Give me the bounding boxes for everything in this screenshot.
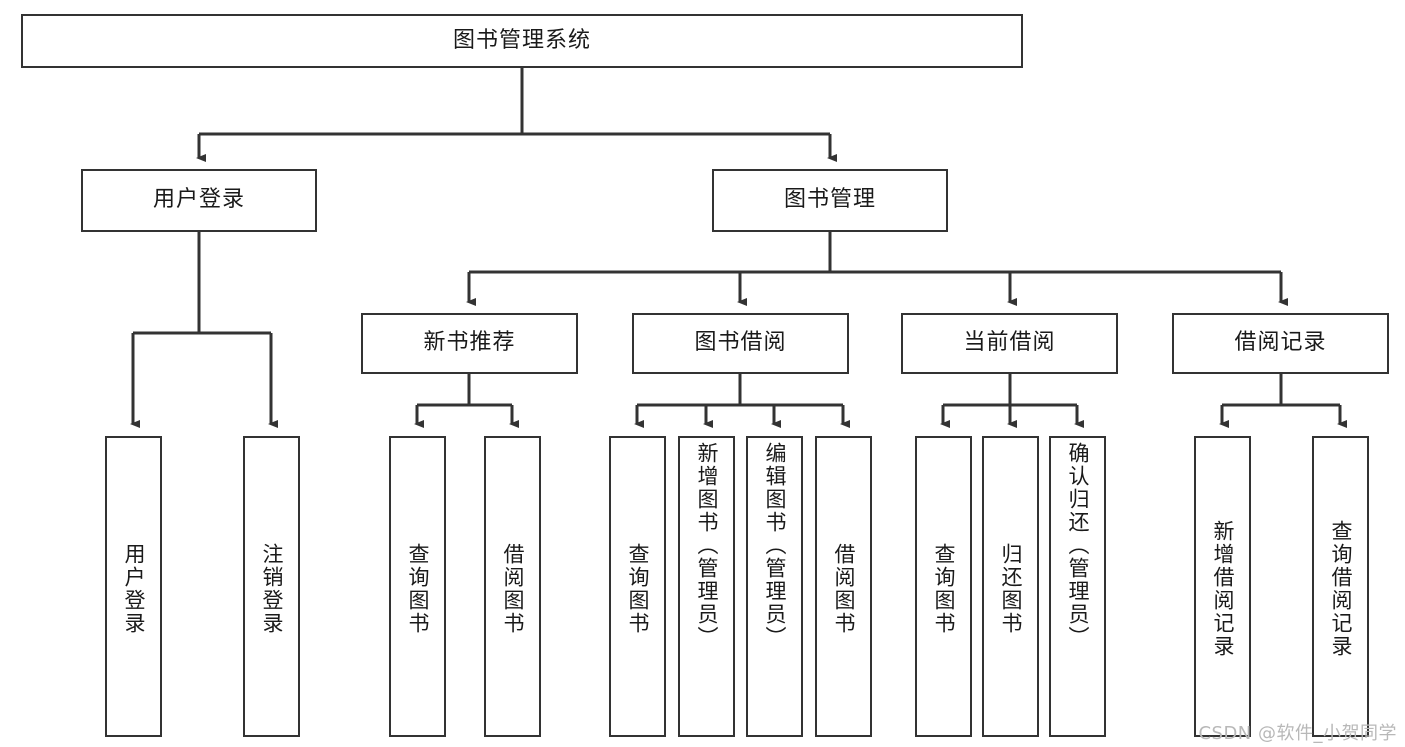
node-label: 注销登录 [259, 542, 284, 635]
node-label: 编辑图书（管理员） [762, 442, 787, 649]
node-user-login[interactable]: 用户登录 [81, 169, 317, 232]
leaf-book-borrow-borrow-book[interactable]: 借阅图书 [815, 436, 872, 737]
node-label: 借阅记录 [1234, 330, 1327, 356]
node-label: 查询图书 [931, 542, 956, 635]
node-label: 图书借阅 [694, 330, 787, 356]
node-label: 用户登录 [152, 187, 245, 213]
node-current-borrow[interactable]: 当前借阅 [901, 313, 1118, 374]
leaf-book-borrow-query-book[interactable]: 查询图书 [609, 436, 666, 737]
node-label: 借阅图书 [831, 542, 856, 635]
leaf-current-borrow-confirm-return-admin[interactable]: 确认归还（管理员） [1049, 436, 1106, 737]
node-label: 借阅图书 [500, 542, 525, 635]
node-label: 查询图书 [625, 542, 650, 635]
leaf-borrow-record-query-record[interactable]: 查询借阅记录 [1312, 436, 1369, 737]
node-label: 查询借阅记录 [1328, 519, 1353, 658]
leaf-user-login-login[interactable]: 用户登录 [105, 436, 162, 737]
leaf-current-borrow-query-book[interactable]: 查询图书 [915, 436, 972, 737]
node-root-book-management-system[interactable]: 图书管理系统 [21, 14, 1023, 68]
node-book-management[interactable]: 图书管理 [712, 169, 948, 232]
node-label: 新增借阅记录 [1210, 519, 1235, 658]
leaf-current-borrow-return-book[interactable]: 归还图书 [982, 436, 1039, 737]
node-label: 图书管理系统 [452, 27, 591, 53]
leaf-new-book-borrow-book[interactable]: 借阅图书 [484, 436, 541, 737]
node-label: 当前借阅 [963, 330, 1056, 356]
node-label: 查询图书 [405, 542, 430, 635]
leaf-borrow-record-add-record[interactable]: 新增借阅记录 [1194, 436, 1251, 737]
node-label: 用户登录 [121, 542, 146, 635]
watermark-text: CSDN @软件_小贺同学 [1198, 723, 1397, 744]
leaf-user-login-logout[interactable]: 注销登录 [243, 436, 300, 737]
leaf-book-borrow-edit-book-admin[interactable]: 编辑图书（管理员） [746, 436, 803, 737]
node-borrow-record[interactable]: 借阅记录 [1172, 313, 1389, 374]
node-label: 新增图书（管理员） [694, 442, 719, 649]
node-label: 新书推荐 [423, 330, 516, 356]
node-label: 图书管理 [783, 187, 876, 213]
node-new-book-recommend[interactable]: 新书推荐 [361, 313, 578, 374]
leaf-new-book-query-book[interactable]: 查询图书 [389, 436, 446, 737]
node-book-borrow[interactable]: 图书借阅 [632, 313, 849, 374]
leaf-book-borrow-add-book-admin[interactable]: 新增图书（管理员） [678, 436, 735, 737]
node-label: 确认归还（管理员） [1065, 442, 1090, 649]
node-label: 归还图书 [998, 542, 1023, 635]
